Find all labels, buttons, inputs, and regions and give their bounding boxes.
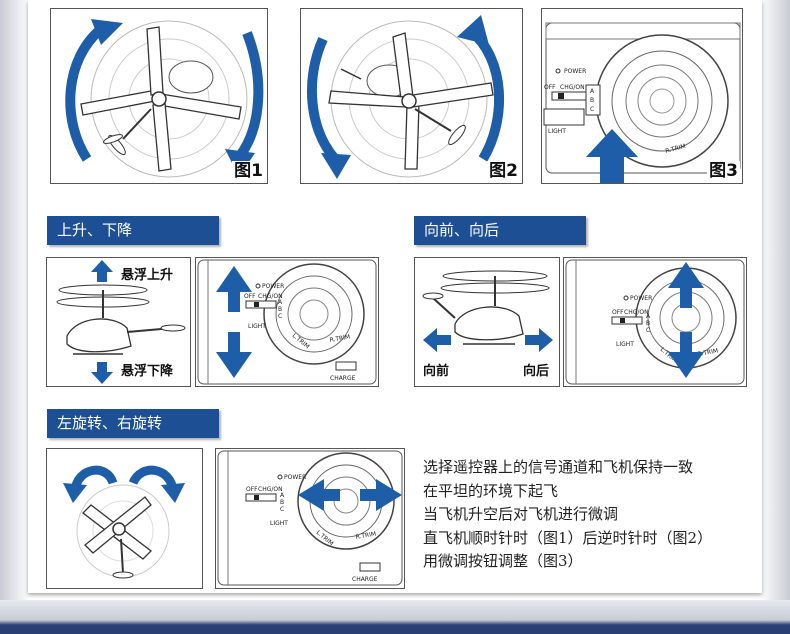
channel-a-label: A xyxy=(280,492,285,499)
channel-b-label: B xyxy=(278,306,282,313)
light-label: LIGHT xyxy=(616,341,634,348)
channel-a-label: A xyxy=(590,88,595,95)
light-label: LIGHT xyxy=(248,323,266,330)
off-label: OFF xyxy=(612,309,624,316)
figure-3-label: 图3 xyxy=(707,161,740,181)
channel-c-label: C xyxy=(278,313,282,320)
backward-arrow xyxy=(525,328,553,352)
yaw-left-arrow xyxy=(298,479,340,511)
clockwise-heli-illustration xyxy=(65,19,264,178)
section-rotate-title: 左旋转、右旋转 xyxy=(47,409,219,438)
bottom-band xyxy=(0,600,790,634)
chg-on-label: CHG/ON xyxy=(560,84,585,91)
hover-down-caption: 悬浮下降 xyxy=(121,364,174,379)
forward-heli-illustration xyxy=(422,270,553,352)
backward-caption: 向后 xyxy=(523,364,550,379)
forward-arrow xyxy=(423,328,451,352)
instruction-item: 用微调按钮调整（图3） xyxy=(423,552,583,570)
throttle-down-arrow xyxy=(216,332,252,378)
channel-b-label: B xyxy=(646,320,650,327)
forward-caption: 向前 xyxy=(423,364,450,379)
up-arrow xyxy=(91,260,113,282)
figure-2-panel: 图2 xyxy=(300,8,523,184)
left-page-shadow xyxy=(0,0,30,600)
section-fwd-back-title: 向前、向后 xyxy=(414,216,586,245)
charge-label: CHARGE xyxy=(330,375,356,382)
light-label: LIGHT xyxy=(548,128,566,135)
power-label: POWER xyxy=(630,295,652,302)
throttle-up-arrow xyxy=(216,266,252,312)
throttle-remote-illustration: POWER OFF CHG/ON A B C LIGHT L.TRIM R.TR… xyxy=(197,259,377,385)
off-label: OFF xyxy=(246,486,258,493)
off-label: OFF xyxy=(244,293,256,300)
power-label: POWER xyxy=(284,474,306,481)
channel-a-label: A xyxy=(278,299,283,306)
channel-c-label: C xyxy=(280,506,284,513)
channel-b-label: B xyxy=(280,499,284,506)
off-label: OFF xyxy=(544,84,556,91)
power-label: POWER xyxy=(262,283,284,290)
rotate-heli-illustration xyxy=(63,465,185,579)
charge-label: CHARGE xyxy=(352,576,378,583)
instruction-list: 选择遥控器上的信号通道和飞机保持一致 在平坦的环境下起飞 当飞机升空后对飞机进行… xyxy=(423,456,712,574)
fwd-back-remote-panel: POWER OFF CHG/ON A B C LIGHT L.TRIM R.TR… xyxy=(563,257,747,387)
figure-3-panel: POWER OFF CHG/ON A B C LIGHT L.TRIM R.TR… xyxy=(541,8,743,184)
chg-on-label: CHG/ON xyxy=(258,293,283,300)
channel-b-label: B xyxy=(590,97,594,104)
r-trim-label: R.TRIM xyxy=(355,530,377,540)
fwd-back-heli-panel: 向前 向后 xyxy=(414,257,560,387)
light-label: LIGHT xyxy=(270,520,288,527)
rotate-heli-panel xyxy=(46,448,203,589)
down-arrow xyxy=(91,362,113,384)
hover-up-caption: 悬浮上升 xyxy=(121,268,174,283)
section-up-down-title: 上升、下降 xyxy=(47,216,219,245)
trim-remote-illustration: POWER OFF CHG/ON A B C LIGHT L.TRIM R.TR… xyxy=(543,22,741,183)
chg-on-label: CHG/ON xyxy=(624,309,649,316)
rotate-arrow-left xyxy=(65,25,105,162)
channel-a-label: A xyxy=(646,313,651,320)
hover-heli-illustration xyxy=(56,260,186,384)
up-down-heli-panel: 悬浮上升 悬浮下降 xyxy=(46,257,191,387)
pitch-up-arrow xyxy=(668,262,704,308)
trim-up-arrow xyxy=(586,129,638,183)
power-label: POWER xyxy=(564,68,586,75)
instruction-item: 直飞机顺时针时（图1）后逆时针时（图2） xyxy=(423,528,713,547)
right-page-shadow xyxy=(760,0,790,600)
r-trim-label: R.TRIM xyxy=(697,347,719,357)
instruction-item: 当飞机升空后对飞机进行微调 xyxy=(423,505,619,523)
rotate-remote-panel: POWER OFF CHG/ON A B C LIGHT L.TRIM R.TR… xyxy=(215,448,405,589)
channel-c-label: C xyxy=(590,106,594,113)
r-trim-label: R.TRIM xyxy=(329,333,351,343)
pitch-down-arrow xyxy=(668,332,704,378)
counterclockwise-heli-illustration xyxy=(306,15,505,179)
rotate-arrow-right xyxy=(234,31,264,161)
instruction-item: 选择遥控器上的信号通道和飞机保持一致 xyxy=(423,458,694,476)
instruction-item: 在平坦的环境下起飞 xyxy=(423,481,559,500)
up-down-remote-panel: POWER OFF CHG/ON A B C LIGHT L.TRIM R.TR… xyxy=(195,257,379,387)
yaw-right-arrow xyxy=(360,479,402,511)
figure-1-label: 图1 xyxy=(232,161,265,181)
figure-2-label: 图2 xyxy=(487,161,520,181)
rotate-arrow-left xyxy=(306,36,339,163)
figure-1-panel: 图1 xyxy=(50,8,268,184)
yaw-remote-illustration: POWER OFF CHG/ON A B C LIGHT L.TRIM R.TR… xyxy=(217,450,403,586)
channel-c-label: C xyxy=(646,327,650,334)
chg-on-label: CHG/ON xyxy=(258,486,283,493)
pitch-remote-illustration: POWER OFF CHG/ON A B C LIGHT L.TRIM R.TR… xyxy=(565,259,745,385)
